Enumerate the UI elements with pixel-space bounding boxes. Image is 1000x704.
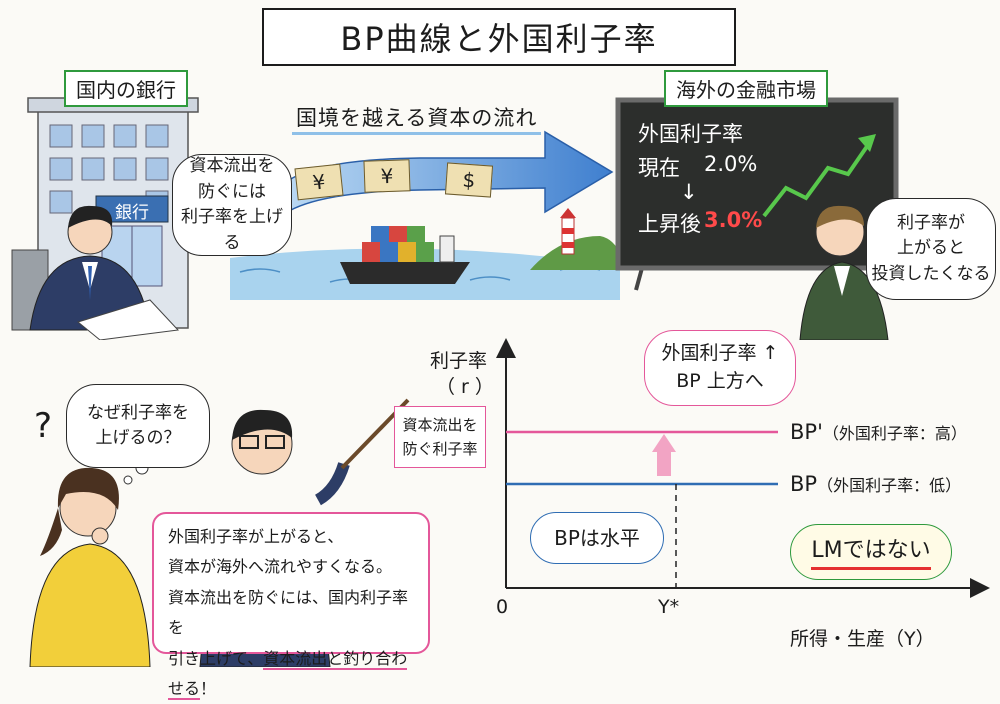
left-note-line: 防ぐ利子率 — [402, 440, 478, 458]
upward-shift-arrow-icon — [652, 434, 676, 476]
bank-sign: 銀行 — [115, 203, 149, 223]
y-axis-label: 利子率 — [430, 350, 488, 372]
bp-label: BP — [790, 472, 818, 496]
bp-prime-label-group: BP'（外国利子率：高） — [790, 420, 967, 444]
bp-graph — [496, 338, 990, 598]
flow-title: 国境を越える資本の流れ — [292, 102, 542, 135]
left-note-line: 資本流出を — [402, 416, 478, 434]
bank-bubble-line: 利子率を上げる — [181, 207, 283, 253]
bank-speech-bubble: 資本流出を 防ぐには 利子率を上げる — [172, 154, 292, 256]
yen-note-icon: ¥ — [363, 159, 411, 193]
board-now-label: 現在 — [638, 156, 680, 180]
investor-bubble-line: 利子率が — [897, 212, 965, 233]
student-icon — [29, 467, 151, 667]
explanation-box: 外国利子率が上がると、 資本が海外へ流れやすくなる。 資本流出を防ぐには、国内利… — [152, 512, 430, 700]
dollar-note-icon: $ — [444, 162, 494, 198]
lm-note-text: LMではない — [811, 534, 931, 570]
board-arrow: ↓ — [680, 180, 698, 204]
board-title: 外国利子率 — [638, 122, 743, 146]
bank-label: 国内の銀行 — [64, 70, 188, 107]
bp-prime-sub: （外国利子率：高） — [822, 424, 967, 443]
board-after-value: 3.0% — [704, 208, 763, 232]
explanation-text: 引き上げて、 — [168, 648, 264, 668]
bank-bubble-line: 資本流出を — [189, 156, 275, 176]
y-axis-symbol: （ r ） — [436, 376, 494, 398]
market-label: 海外の金融市場 — [664, 70, 828, 107]
container-ship-icon — [340, 226, 470, 284]
up-note-line: BP 上方へ — [676, 370, 764, 392]
bp-sub: （外国利子率：低） — [817, 476, 962, 495]
explanation-line: 引き上げて、資本流出と釣り合わせる！ — [168, 644, 414, 704]
top-illustration — [11, 97, 899, 340]
investor-speech-bubble: 利子率が 上がると 投資したくなる — [866, 198, 996, 300]
lighthouse-icon — [530, 208, 624, 270]
lm-note-bubble: LMではない — [790, 524, 952, 580]
bp-label-group: BP（外国利子率：低） — [790, 472, 961, 496]
page-title: BP曲線と外国利子率 — [262, 8, 736, 66]
x-axis-label: 所得・生産（Y） — [790, 628, 935, 650]
up-note-line: 外国利子率 ↑ — [661, 342, 779, 365]
board-after-label: 上昇後 — [638, 212, 701, 236]
finance-board — [615, 97, 899, 291]
left-note-box: 資本流出を 防ぐ利子率 — [394, 406, 486, 468]
bank-clerk-icon — [11, 205, 180, 340]
bank-bubble-line: 防ぐには — [198, 181, 266, 202]
horizontal-note-bubble: BPは水平 — [530, 512, 664, 564]
explanation-text: ！ — [200, 678, 217, 698]
explanation-line: 外国利子率が上がると、 — [168, 527, 344, 546]
bp-prime-label: BP' — [790, 420, 823, 444]
investor-bubble-line: 投資したくなる — [871, 263, 991, 284]
board-now-value: 2.0% — [704, 152, 758, 176]
student-bubble-line: なぜ利子率を — [87, 402, 189, 423]
yen-note-icon: ¥ — [294, 163, 344, 201]
investor-icon — [799, 205, 889, 340]
explanation-line: 資本流出を防ぐには、国内利子率を — [168, 587, 409, 638]
up-note-bubble: 外国利子率 ↑ BP 上方へ — [644, 330, 796, 406]
student-bubble-line: 上げるの？ — [95, 428, 181, 448]
explanation-line: 資本が海外へ流れやすくなる。 — [168, 557, 393, 577]
student-speech-bubble: なぜ利子率を 上げるの？ — [66, 384, 210, 468]
horizontal-note-text: BPは水平 — [554, 526, 640, 550]
investor-bubble-line: 上がると — [897, 238, 965, 259]
question-mark: ? — [34, 406, 53, 446]
origin-label: 0 — [496, 596, 509, 618]
y-star-label: Y* — [658, 596, 680, 618]
